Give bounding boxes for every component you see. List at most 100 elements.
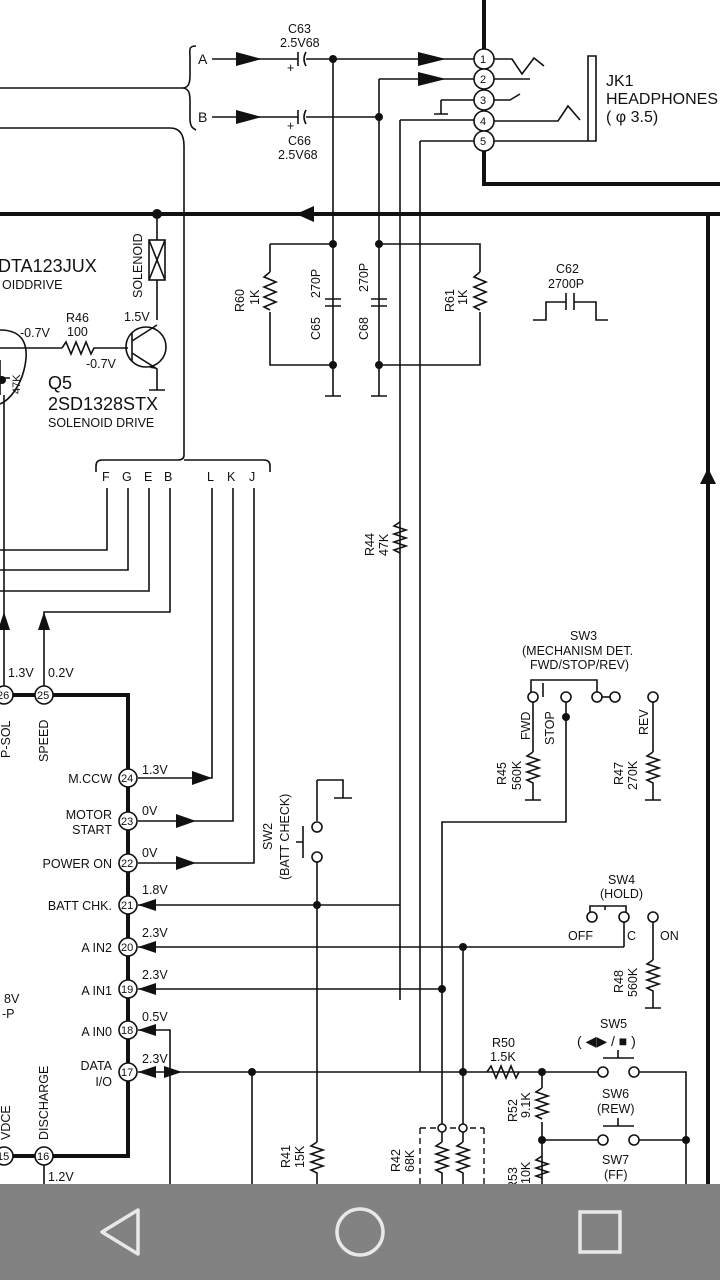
jk1-pin-5-label: 5 [480, 136, 486, 148]
ic-pin-18 [118, 1020, 138, 1040]
ic-pin-21-voltage: 1.8V [142, 883, 168, 897]
r47-name: R47 [612, 762, 626, 785]
ic-pin-19-label: A IN1 [81, 984, 112, 998]
q5-collector-voltage: 1.5V [124, 310, 150, 324]
bus-labels: F G E B L K J [102, 470, 255, 484]
ic-pin-17-num: 17 [121, 1067, 133, 1079]
capacitor-c65: 270P C65 [309, 269, 323, 340]
connector-jk1: 1 2 3 4 5 JK1 HEADPHONES ( φ 3.5) [473, 48, 718, 152]
r46-name: R46 [66, 311, 89, 325]
c63-name: C63 [288, 22, 311, 36]
q5-base-voltage: -0.7V [86, 357, 117, 371]
switch-sw3: SW3 (MECHANISM DET. FWD/STOP/REV) FWD ST… [441, 629, 659, 1142]
sw5-name: SW5 [600, 1017, 627, 1031]
ic-pin-25-label: SPEED [37, 720, 51, 762]
sw5-desc: ( ◀▶ / ■ ) [577, 1033, 636, 1049]
ic-pin-23 [118, 811, 138, 831]
r41-value: 15K [293, 1145, 307, 1168]
r44-name: R44 [363, 533, 377, 556]
back-triangle-icon [100, 1208, 140, 1256]
resistor-r61: R61 1K [443, 289, 470, 312]
ic-pin-15-num: 15 [0, 1151, 9, 1163]
recents-square-icon [578, 1210, 622, 1254]
switch-sw2: SW2 (BATT CHECK) [261, 779, 352, 1142]
resistor-r60: R60 1K [233, 289, 262, 312]
resistor-r45: R45 560K [495, 760, 524, 790]
left-edge-fragment: -P [2, 1007, 15, 1021]
resistor-r46: R46 100 [66, 311, 89, 339]
ic-pin-20-voltage: 2.3V [142, 926, 168, 940]
capacitor-c63: C63 2.5V68 + [280, 22, 333, 75]
ic-pin-16-num: 16 [37, 1151, 49, 1163]
c68-value: 270P [357, 263, 371, 292]
jk1-pin-1-label: 1 [480, 54, 486, 66]
ic-pin-23-label: MOTOR [66, 808, 112, 822]
c63-value: 2.5V68 [280, 36, 320, 50]
switch-sw4: SW4 (HOLD) OFF C ON [568, 873, 679, 960]
navigation-bar [0, 1184, 720, 1280]
left-edge-voltage: 8V [4, 992, 20, 1006]
r41-name: R41 [279, 1145, 293, 1168]
ic-pin-26-num: 26 [0, 690, 9, 702]
r61-name: R61 [443, 289, 457, 312]
r61-value: 1K [456, 289, 470, 305]
c66-value: 2.5V68 [278, 148, 318, 162]
resistor-r47: R47 270K [612, 760, 640, 790]
c65-name: C65 [309, 317, 323, 340]
left-transistor-part: DTA123JUX [0, 256, 97, 276]
solenoid-label: SOLENOID [131, 233, 145, 298]
jk1-spec: ( φ 3.5) [606, 109, 658, 126]
sw3-desc1: (MECHANISM DET. [522, 644, 633, 658]
ic-pin-22-voltage: 0V [142, 846, 158, 860]
ic-pin-23-voltage: 0V [142, 804, 158, 818]
ic-pin-24-num: 24 [121, 773, 133, 785]
r53-value: 10K [519, 1161, 533, 1184]
r42-name: R42 [389, 1149, 403, 1172]
circuit-schematic: A B C63 2.5V68 + + C66 2.5V68 1 2 [0, 0, 720, 1184]
ic-pin-20-num: 20 [121, 942, 133, 954]
sw4-name: SW4 [608, 873, 635, 887]
ic-pin-17-label2: I/O [95, 1075, 112, 1089]
ic-pin-21 [118, 895, 138, 915]
ic-pin-23-label2: START [72, 823, 112, 837]
c65-value: 270P [309, 269, 323, 298]
jk1-pin-4-label: 4 [480, 116, 486, 128]
capacitor-c68: 270P C68 [357, 263, 371, 340]
left-transistor-desc: OIDDRIVE [2, 278, 62, 292]
ic-bottom-pins: 15 VDCE 16 DISCHARGE 1.2V [0, 1066, 74, 1184]
jk1-label: HEADPHONES [606, 91, 718, 108]
switch-sw6: SW6 (REW) [597, 1087, 690, 1146]
transistor-q5: Q5 2SD1328STX SOLENOID DRIVE [48, 324, 167, 430]
sw4-desc: (HOLD) [600, 887, 643, 901]
sw2-desc: (BATT CHECK) [278, 794, 292, 880]
r48-name: R48 [612, 970, 626, 993]
resistor-r52: R52 9.1K [506, 1092, 533, 1122]
resistor-r53: R53 10K [506, 1161, 533, 1184]
bus-label-e: E [144, 470, 152, 484]
ic-pin-24-voltage: 1.3V [142, 763, 168, 777]
sw6-desc: (REW) [597, 1102, 635, 1116]
q5-part: 2SD1328STX [48, 394, 158, 414]
sw2-name: SW2 [261, 823, 275, 850]
sw7-name: SW7 [602, 1153, 629, 1167]
svg-text:+: + [287, 61, 294, 75]
solenoid: SOLENOID [131, 233, 166, 298]
ic-pin-18-voltage: 0.5V [142, 1010, 168, 1024]
r52-value: 9.1K [519, 1092, 533, 1118]
ic-pin-17-label: DATA [81, 1059, 113, 1073]
ic-pin-19-voltage: 2.3V [142, 968, 168, 982]
input-b: B [198, 109, 207, 125]
back-button[interactable] [60, 1184, 180, 1280]
home-button[interactable] [300, 1184, 420, 1280]
q5-name: Q5 [48, 373, 72, 393]
jk1-pin-3-label: 3 [480, 95, 486, 107]
capacitor-c66: + C66 2.5V68 [278, 109, 379, 162]
ic-pin-24-label: M.CCW [68, 772, 112, 786]
transistor-left-partial: 47K DTA123JUX OIDDRIVE [0, 256, 97, 405]
ic-pin-18-num: 18 [121, 1025, 133, 1037]
ic-pin-22-label: POWER ON [43, 857, 112, 871]
sw3-rev: REV [637, 709, 651, 735]
recents-button[interactable] [540, 1184, 660, 1280]
ic-pin-24 [118, 768, 138, 788]
r52-name: R52 [506, 1099, 520, 1122]
